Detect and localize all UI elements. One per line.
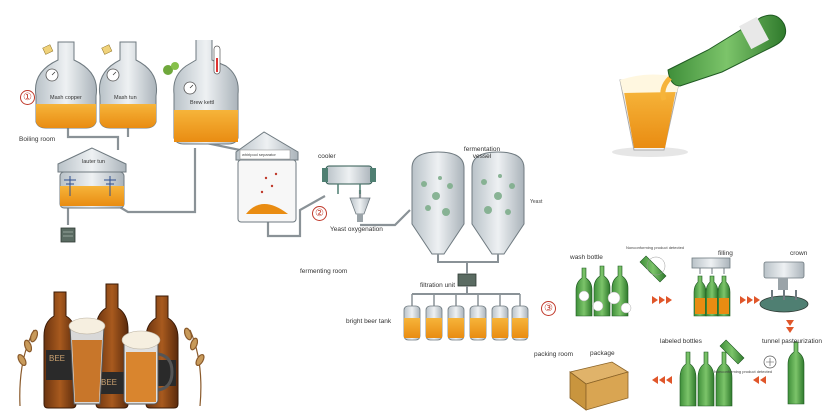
bright-beer-tanks: [403, 305, 529, 341]
step-3-badge: ③: [541, 301, 556, 316]
rejected-bottle-bottom: [719, 339, 745, 365]
brew-kettle-label: Brew kettl: [190, 100, 215, 106]
packing-room-label: packing room: [534, 351, 574, 358]
mash-copper-label: Mash copper: [50, 95, 82, 101]
cooler-unit: [322, 165, 376, 194]
bright-beer-tank-label: bright beer tank: [346, 318, 392, 325]
pasteurization-bottle: [763, 341, 805, 405]
whirlpool-separator-vessel: [235, 131, 299, 223]
wash-bottle-label: wash bottle: [570, 254, 603, 261]
nonconforming-bottom-label: Nonconforming product detected: [714, 369, 773, 374]
fermenting-room-label: fermenting room: [300, 268, 348, 275]
arrows-down: [786, 320, 794, 333]
wheat-left: [17, 329, 39, 407]
filtration-unit-label: filtration unit: [420, 282, 456, 289]
bottle-label-2: BEE: [101, 378, 118, 387]
package-label: package: [590, 350, 615, 357]
yeast-label: Yeast: [530, 199, 543, 205]
mash-tun-label: Mash tun: [114, 95, 137, 101]
lauter-tun-label: lauter tun: [82, 159, 105, 165]
bottle-label-1: BEE: [49, 354, 66, 363]
arrows-3: [652, 376, 672, 384]
wheat-right: [183, 327, 205, 407]
yeast-oxygenation-unit: [349, 197, 371, 222]
wash-bottles: [575, 265, 632, 317]
brew-kettle-vessel: [163, 40, 239, 145]
pouring-beer-illustration: [612, 14, 787, 157]
whirlpool-separator-label: whirlpool separator: [242, 152, 276, 157]
beer-bottles-illustration: [17, 283, 205, 409]
step-2-badge: ②: [312, 206, 327, 221]
step-1-badge: ①: [20, 90, 35, 105]
crown-machine: [759, 261, 809, 313]
fermentation-vessel-label: fermentation vessel: [463, 146, 501, 160]
rejected-bottle-top: [639, 255, 667, 283]
pump-boiling: [60, 227, 76, 243]
nonconforming-top-label: Nonconforming product detected: [626, 245, 685, 250]
package-box: [569, 361, 629, 411]
lauter-tun-vessel: [57, 147, 127, 209]
labeled-bottles-label: labeled bottles: [660, 338, 702, 345]
boiling-room-label: Boiling room: [19, 136, 56, 143]
crown-label: crown: [790, 250, 808, 257]
filtration-unit: [411, 262, 521, 306]
arrows-1: [652, 296, 672, 304]
cooler-label: cooler: [318, 153, 336, 160]
mash-copper-vessel: [34, 41, 98, 129]
fermentation-vessels: [411, 151, 525, 263]
tunnel-pasteurization-label: tunnel pasteurization: [762, 338, 822, 345]
yeast-oxygenation-label: Yeast oxygenation: [330, 226, 383, 233]
filling-label: filling: [718, 250, 733, 257]
arrows-2: [740, 296, 760, 304]
labeled-bottles: [679, 351, 733, 407]
arrows-4: [753, 376, 766, 384]
mash-tun-vessel: [98, 41, 158, 129]
packaging-line: [569, 255, 809, 411]
filling-station: [691, 257, 731, 317]
